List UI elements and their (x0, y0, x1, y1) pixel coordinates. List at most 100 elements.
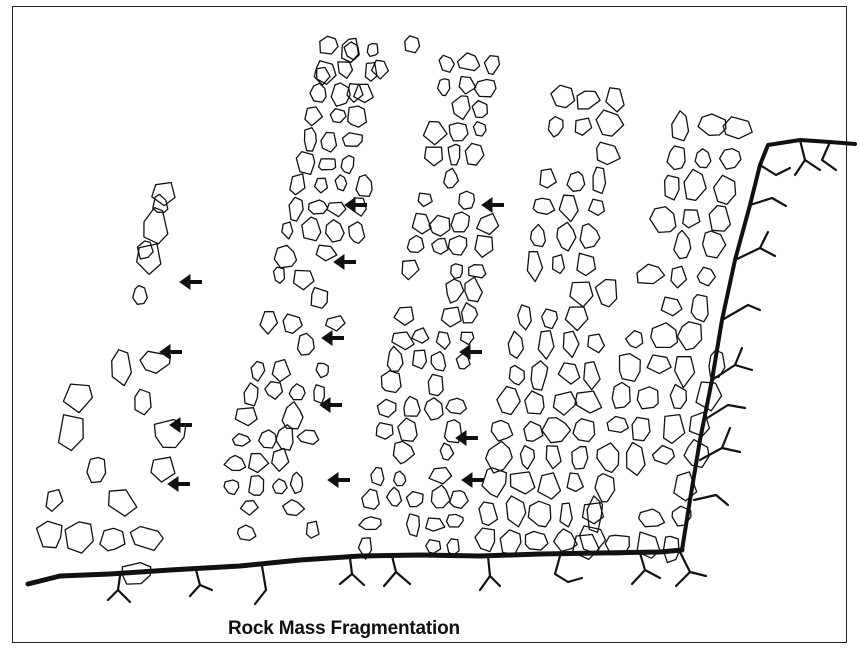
rock-fragment (224, 455, 246, 470)
rock-fragment (672, 111, 689, 141)
rock-fragment (684, 169, 706, 200)
arrow-left-icon (160, 345, 182, 359)
rock-fragment (428, 374, 443, 395)
rock-fragment (720, 149, 741, 170)
rock-fragment (632, 417, 650, 440)
rock-fragment (577, 91, 600, 109)
rock-fragment (575, 118, 591, 135)
rock-fragment (531, 361, 548, 390)
rock-fragment (425, 147, 443, 166)
rock-fragment (260, 312, 277, 335)
rock-fragment (224, 480, 239, 495)
rock-fragment (413, 350, 427, 369)
rock-fragment (567, 172, 585, 192)
rock-fragment (506, 496, 525, 527)
rock-fragment (249, 476, 264, 496)
rock-fragment (404, 396, 420, 416)
rock-fragment (320, 36, 338, 54)
rock-fragment (394, 471, 406, 485)
rock-fragment (283, 314, 302, 333)
rock-fragment (137, 241, 153, 259)
rock-fragment (479, 502, 498, 525)
rock-fragment (330, 109, 346, 123)
rock-fragment (238, 525, 256, 540)
rock-fragment (349, 222, 365, 244)
rock-fragment (441, 307, 461, 327)
rock-fragment (241, 501, 259, 515)
rock-fragment (542, 418, 571, 443)
rock-fragment (612, 382, 630, 408)
rock-fragment (259, 430, 277, 448)
rock-fragment (362, 489, 379, 509)
rock-face-line (682, 140, 855, 550)
rock-fragment (651, 323, 678, 348)
rock-fragment (112, 350, 132, 386)
rock-fragment (412, 328, 429, 343)
rock-fragment (418, 193, 432, 207)
rock-fragment (294, 270, 314, 289)
rock-fragment (465, 143, 484, 165)
arrow-left-icon (482, 198, 504, 212)
rock-fragment (305, 107, 323, 126)
rock-fragment (448, 144, 460, 164)
rock-fragment (402, 260, 419, 279)
rock-fragment (510, 472, 534, 494)
rock-fragment (639, 509, 665, 527)
rock-fragment (580, 224, 600, 249)
rock-fragment (587, 496, 602, 533)
rock-fragment (447, 514, 464, 527)
rock-fragment (273, 479, 288, 494)
rock-fragment (546, 446, 561, 469)
rock-fragment (151, 457, 175, 482)
rock-fragment (661, 297, 682, 316)
rock-fragment (597, 443, 619, 473)
rock-fragment (406, 492, 423, 507)
rock-fragment (423, 122, 447, 145)
rock-fragment (565, 307, 588, 331)
rock-fragment (465, 277, 482, 302)
rock-fragment (508, 331, 523, 358)
rock-fragment (497, 387, 520, 415)
arrow-left-icon (462, 473, 484, 487)
rock-fragment (144, 208, 168, 244)
rock-fragment (348, 106, 367, 127)
rock-fragment (477, 214, 499, 235)
rock-fragment (709, 206, 730, 232)
rock-fragment (626, 331, 643, 348)
rock-fragment (327, 202, 346, 216)
rock-fragment (244, 383, 258, 406)
rock-fragment (606, 88, 624, 112)
rock-fragment (527, 252, 542, 282)
rock-fragment (538, 331, 554, 360)
rock-fragment (315, 178, 328, 193)
rock-fragment (588, 334, 605, 353)
arrow-left-icon (180, 275, 202, 289)
rock-fragment (310, 83, 326, 102)
rock-fragment (274, 245, 296, 267)
rock-fragment (449, 123, 468, 141)
rock-fragment (100, 528, 125, 551)
arrow-left-icon (168, 477, 190, 491)
rock-fragment (447, 539, 459, 555)
arrow-left-icon (334, 255, 356, 269)
rock-fragment (593, 167, 605, 193)
rock-fragments (37, 36, 753, 584)
rock-fragment (607, 417, 628, 433)
rock-fragment (577, 253, 596, 275)
rock-fragment (309, 200, 328, 214)
rock-fragment (63, 384, 92, 413)
rock-fragment (620, 354, 641, 382)
rock-fragment (451, 264, 463, 279)
rock-fragment (283, 500, 305, 516)
rock-fragment (274, 267, 285, 283)
rock-fragment (570, 282, 593, 307)
rock-fragment (528, 501, 551, 527)
rock-fragment (572, 447, 588, 469)
rock-fragment (450, 491, 469, 509)
rock-fragment (335, 175, 347, 191)
rock-fragment (475, 235, 493, 257)
rock-fragment (130, 527, 163, 551)
rock-fragment (475, 528, 495, 552)
rock-fragment (376, 423, 393, 440)
